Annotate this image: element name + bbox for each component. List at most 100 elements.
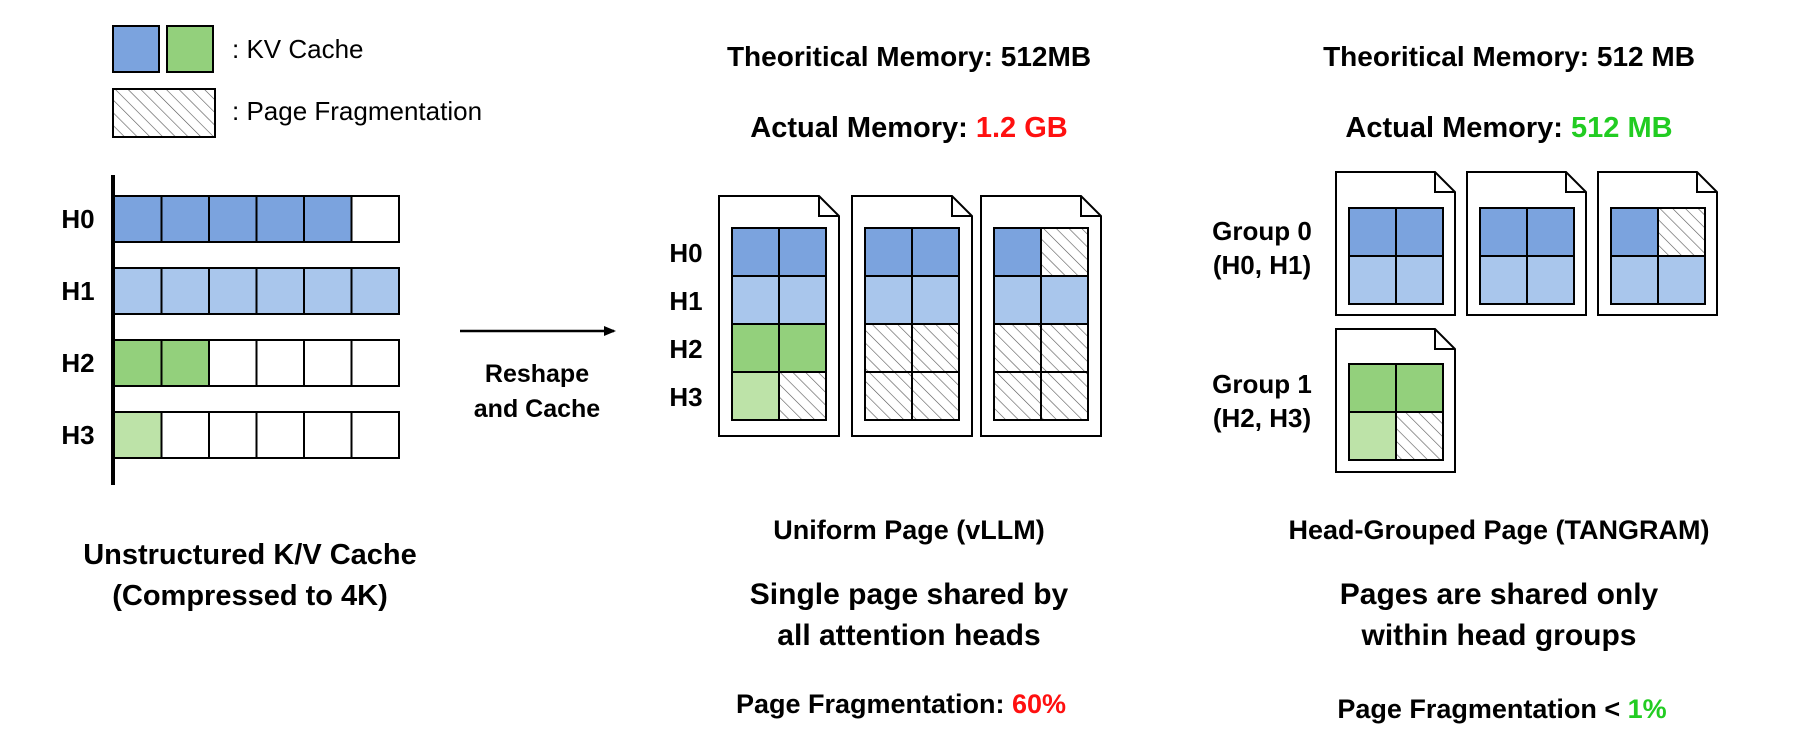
kv-cell [350,339,400,387]
page-cell [1395,363,1444,413]
page-fold [1434,329,1455,350]
page-cell [911,371,960,421]
legend-kv-label: : KV Cache [232,34,364,64]
unstructured-caption-line1: Unstructured K/V Cache [83,539,417,571]
uniform-pages [718,195,1102,437]
group0-label-line1: Group 0 [1212,216,1312,246]
page-fold [1080,196,1101,217]
arrow-label-line2: and Cache [474,395,601,423]
kv-cell [208,195,258,243]
kv-cell [208,267,258,315]
page-cell [1479,207,1528,257]
kv-cell [303,195,353,243]
grouped-actual-memory: Actual Memory: 512 MB [1345,112,1672,144]
reshape-arrow: Reshape and Cache [460,326,616,423]
page-cell [911,275,960,325]
uniform-frag-label: Page Fragmentation: [736,689,1012,719]
kv-cell [208,411,258,459]
grouped-theoretical-memory: Theoritical Memory: 512 MB [1323,41,1695,72]
kv-cell [255,267,305,315]
page-cell [1610,255,1659,305]
head-label: H0 [61,204,94,234]
page-fold [1696,172,1717,193]
kv-cell [303,339,353,387]
legend: : KV Cache : Page Fragmentation [112,25,482,138]
group1-label-line1: Group 1 [1212,369,1312,399]
kv-cell [113,411,163,459]
kv-cell [255,339,305,387]
uniform-actual-memory: Actual Memory: 1.2 GB [750,112,1067,144]
page-cell [1610,207,1659,257]
grouped-title: Head-Grouped Page (TANGRAM) [1288,515,1709,545]
page-fold [818,196,839,217]
memory-page [1597,171,1718,316]
kv-cell [303,411,353,459]
unstructured-caption-line2: (Compressed to 4K) [112,580,388,612]
kv-cell [350,195,400,243]
page-cell [1040,227,1089,277]
uniform-desc-line2: all attention heads [777,619,1040,652]
kv-cell [255,195,305,243]
grouped-desc-line2: within head groups [1361,619,1637,652]
memory-page [1466,171,1587,316]
page-cell [1040,275,1089,325]
page-cell [864,371,913,421]
memory-page [1335,171,1456,316]
page-cell [993,371,1042,421]
grouped-actual-label: Actual Memory: [1345,112,1571,144]
page-cell [1657,255,1706,305]
page-fold [1565,172,1586,193]
kv-cell [113,195,163,243]
page-cell [731,275,780,325]
uniform-row-label: H0 [669,238,702,268]
page-cell [911,323,960,373]
kv-cell [160,411,210,459]
page-cell [1657,207,1706,257]
page-fold [1434,172,1455,193]
grouped-pages [1335,171,1718,473]
page-cell [778,371,827,421]
grouped-fragmentation: Page Fragmentation < 1% [1337,694,1666,724]
page-cell [864,323,913,373]
memory-page [851,195,973,437]
uniform-theoretical-memory: Theoritical Memory: 512MB [727,41,1091,72]
page-cell [1479,255,1528,305]
kv-cell [113,339,163,387]
uniform-desc-line1: Single page shared by [750,578,1069,611]
page-cell [993,323,1042,373]
page-cell [731,323,780,373]
page-cell [1526,255,1575,305]
group1-label-line2: (H2, H3) [1213,403,1311,433]
head-label: H2 [61,348,94,378]
legend-fragmentation-label: : Page Fragmentation [232,96,482,126]
head-label: H3 [61,420,94,450]
uniform-fragmentation: Page Fragmentation: 60% [736,689,1066,719]
page-cell [993,275,1042,325]
kv-cell [160,195,210,243]
kv-cell [350,267,400,315]
grouped-actual-value: 512 MB [1571,112,1673,144]
uniform-row-label: H3 [669,382,702,412]
head-label: H1 [61,276,94,306]
legend-fragmentation-swatch [112,88,216,138]
page-cell [1040,371,1089,421]
page-cell [778,275,827,325]
page-cell [1526,207,1575,257]
grouped-frag-value: 1% [1628,694,1667,724]
uniform-frag-value: 60% [1012,689,1066,719]
legend-kv-swatch-green [166,25,214,73]
page-cell [778,227,827,277]
arrow-label-line1: Reshape [485,360,589,388]
page-cell [1040,323,1089,373]
kv-cell [208,339,258,387]
grouped-frag-label: Page Fragmentation < [1337,694,1627,724]
kv-cell [350,411,400,459]
kv-cell [160,267,210,315]
uniform-actual-value: 1.2 GB [976,112,1068,144]
page-cell [864,227,913,277]
memory-page [1335,328,1456,473]
page-cell [1395,255,1444,305]
